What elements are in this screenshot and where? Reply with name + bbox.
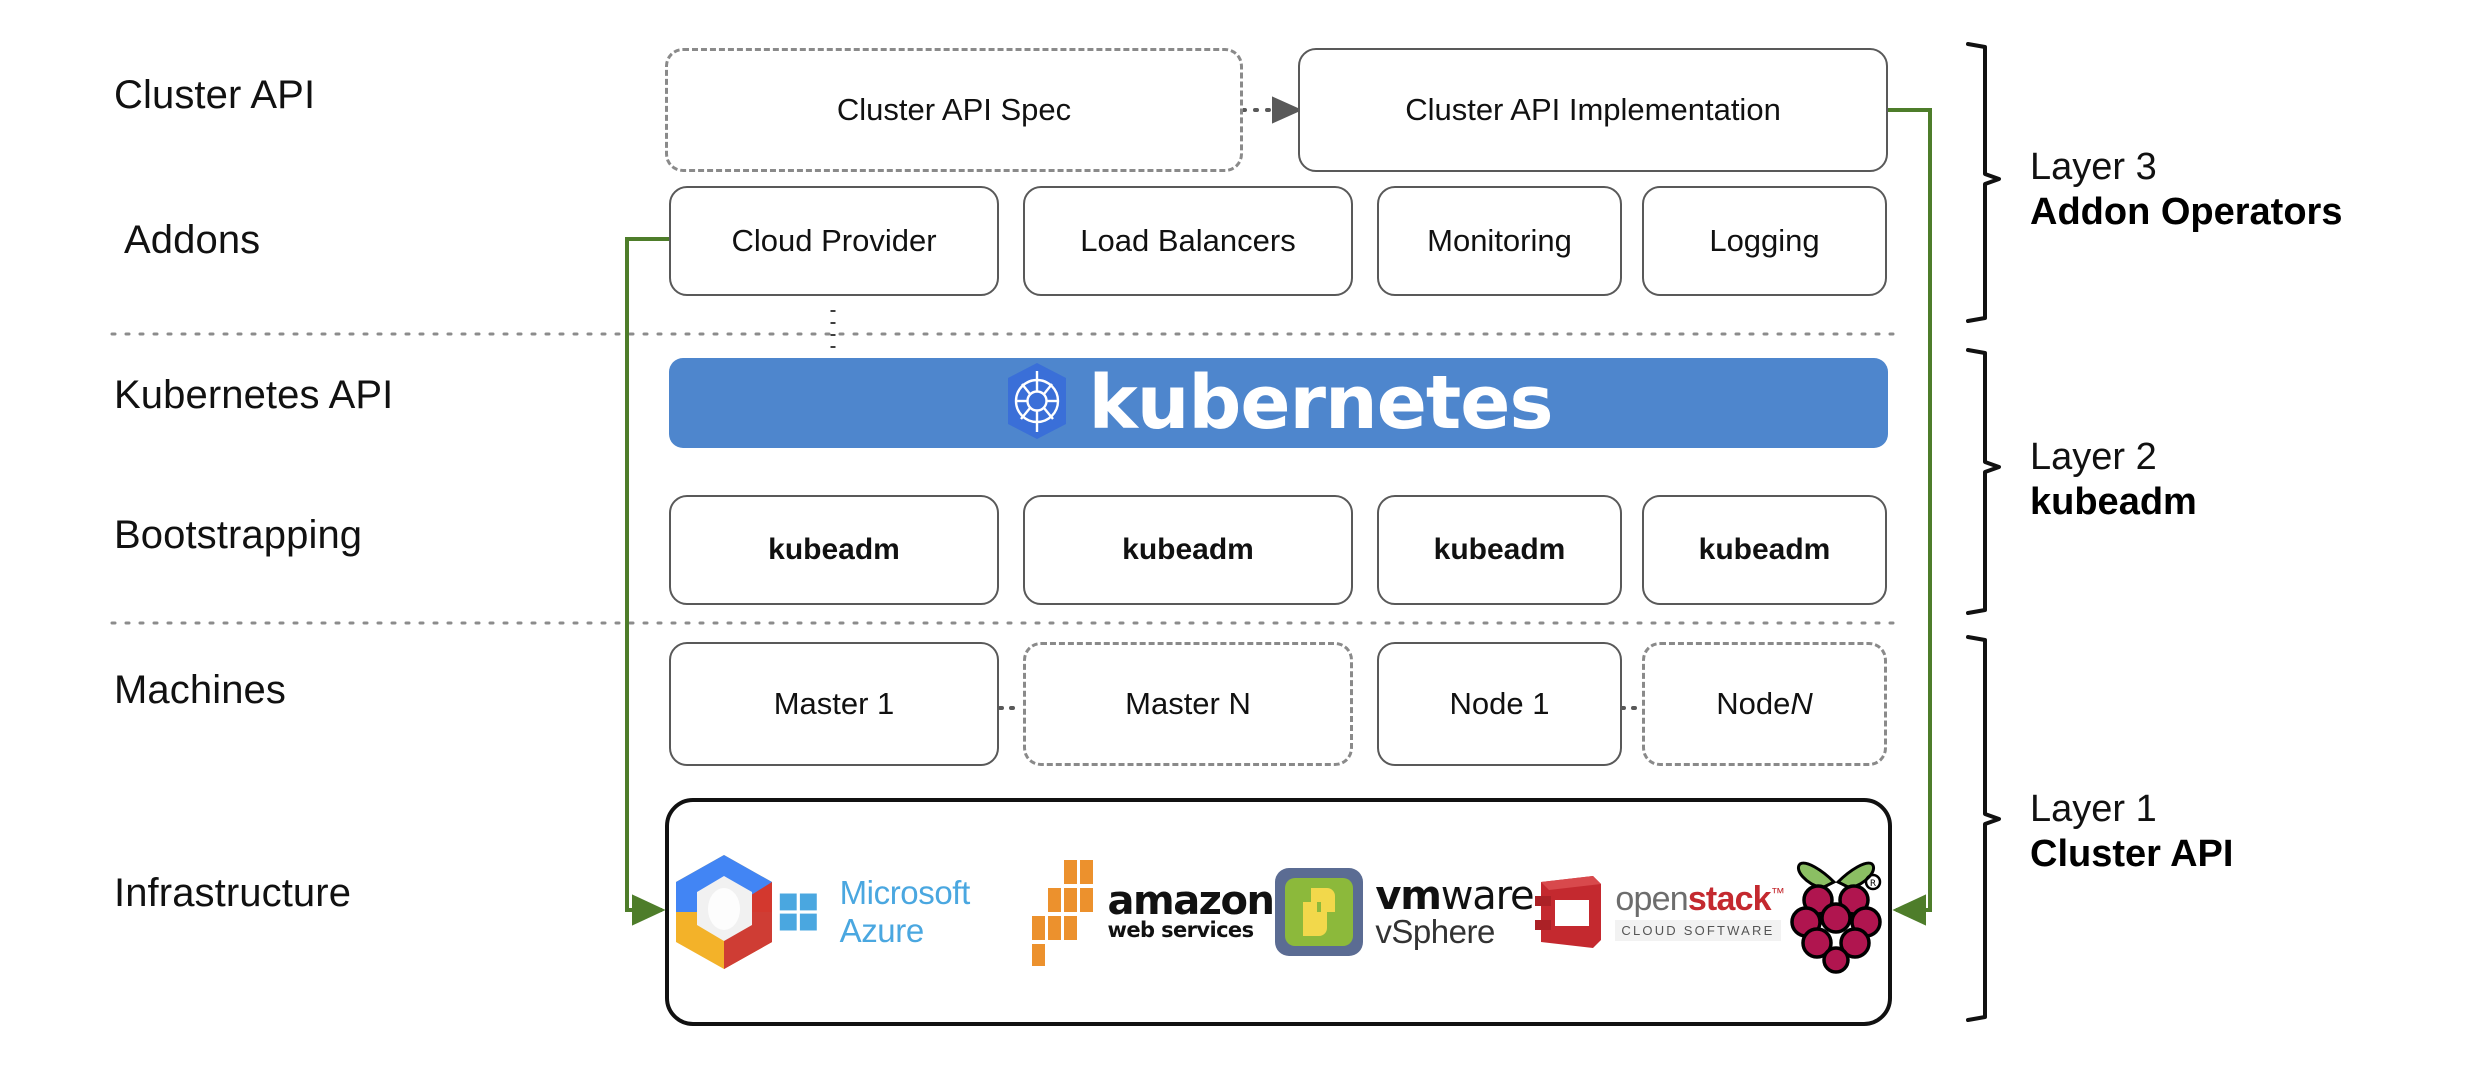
vmware-wordmark: vmware (1375, 872, 1534, 919)
layer-2-subtitle: kubeadm (2030, 480, 2197, 523)
microsoft-azure-logo: Microsoft Azure (779, 874, 1018, 950)
addon-box-monitoring[interactable]: Monitoring (1377, 186, 1622, 296)
layer-label-1: Layer 1 Cluster API (2030, 787, 2233, 877)
row-label-infrastructure: Infrastructure (114, 871, 352, 915)
bracket-layer-2 (1966, 348, 2001, 615)
amazon-web-services-subtitle: web services (1107, 917, 1255, 942)
machine-box-node-1[interactable]: Node 1 (1377, 642, 1622, 766)
addon-box-load-balancers[interactable]: Load Balancers (1023, 186, 1353, 296)
svg-text:R: R (1870, 879, 1876, 889)
machine-box-node-n-index: N (1790, 686, 1813, 722)
machine-box-node-n-label: Node (1716, 686, 1791, 722)
addon-box-cloud-provider[interactable]: Cloud Provider (669, 186, 999, 296)
layer-label-2: Layer 2 kubeadm (2030, 435, 2197, 525)
row-label-addons: Addons (124, 218, 261, 262)
layer-1-title: Layer 1 (2030, 788, 2157, 830)
addon-box-logging[interactable]: Logging (1642, 186, 1887, 296)
kubernetes-wordmark: kubernetes (1088, 360, 1553, 446)
machine-box-node-n[interactable]: Node N (1642, 642, 1887, 766)
bootstrap-box-1[interactable]: kubeadm (669, 495, 999, 605)
layer-label-3: Layer 3 Addon Operators (2030, 145, 2342, 235)
openstack-subtitle: CLOUD SOFTWARE (1615, 919, 1781, 941)
microsoft-azure-label: Microsoft Azure (839, 874, 971, 949)
bracket-layer-1 (1966, 635, 2001, 1022)
openstack-logo: openstack™ CLOUD SOFTWARE (1533, 870, 1785, 954)
row-label-machines: Machines (114, 668, 286, 712)
cluster-api-implementation-box[interactable]: Cluster API Implementation (1298, 48, 1888, 172)
machine-box-master-1[interactable]: Master 1 (669, 642, 999, 766)
row-label-bootstrapping: Bootstrapping (114, 513, 363, 557)
openstack-wordmark: openstack™ (1615, 880, 1784, 919)
layer-3-title: Layer 3 (2030, 146, 2157, 188)
google-cloud-platform-logo (669, 851, 779, 973)
row-label-kubernetes-api: Kubernetes API (114, 373, 394, 417)
machine-box-master-n[interactable]: Master N (1023, 642, 1353, 766)
bootstrap-box-3[interactable]: kubeadm (1377, 495, 1622, 605)
implementation-to-infrastructure-arrow (1888, 108, 1932, 926)
raspberry-pi-logo: R (1784, 848, 1888, 976)
infrastructure-box[interactable]: Microsoft Azure amazon web services (665, 798, 1892, 1026)
cluster-api-spec-box[interactable]: Cluster API Spec (665, 48, 1243, 172)
kubernetes-banner[interactable]: kubernetes (669, 358, 1888, 448)
layer-2-title: Layer 2 (2030, 436, 2157, 478)
vmware-vsphere-logo: vmware vSphere (1273, 866, 1535, 958)
bracket-layer-3 (1966, 42, 2001, 323)
bootstrap-box-4[interactable]: kubeadm (1642, 495, 1887, 605)
kubernetes-helm-wheel-icon (1004, 362, 1070, 445)
bootstrap-box-2[interactable]: kubeadm (1023, 495, 1353, 605)
amazon-wordmark: amazon (1107, 878, 1275, 925)
layer-1-subtitle: Cluster API (2030, 832, 2234, 875)
cloudprovider-to-infrastructure-arrow (625, 237, 671, 926)
layer-3-subtitle: Addon Operators (2030, 190, 2343, 233)
row-label-cluster-api: Cluster API (114, 73, 316, 117)
vsphere-subtitle: vSphere (1375, 912, 1495, 950)
amazon-web-services-logo: amazon web services (1018, 856, 1275, 968)
